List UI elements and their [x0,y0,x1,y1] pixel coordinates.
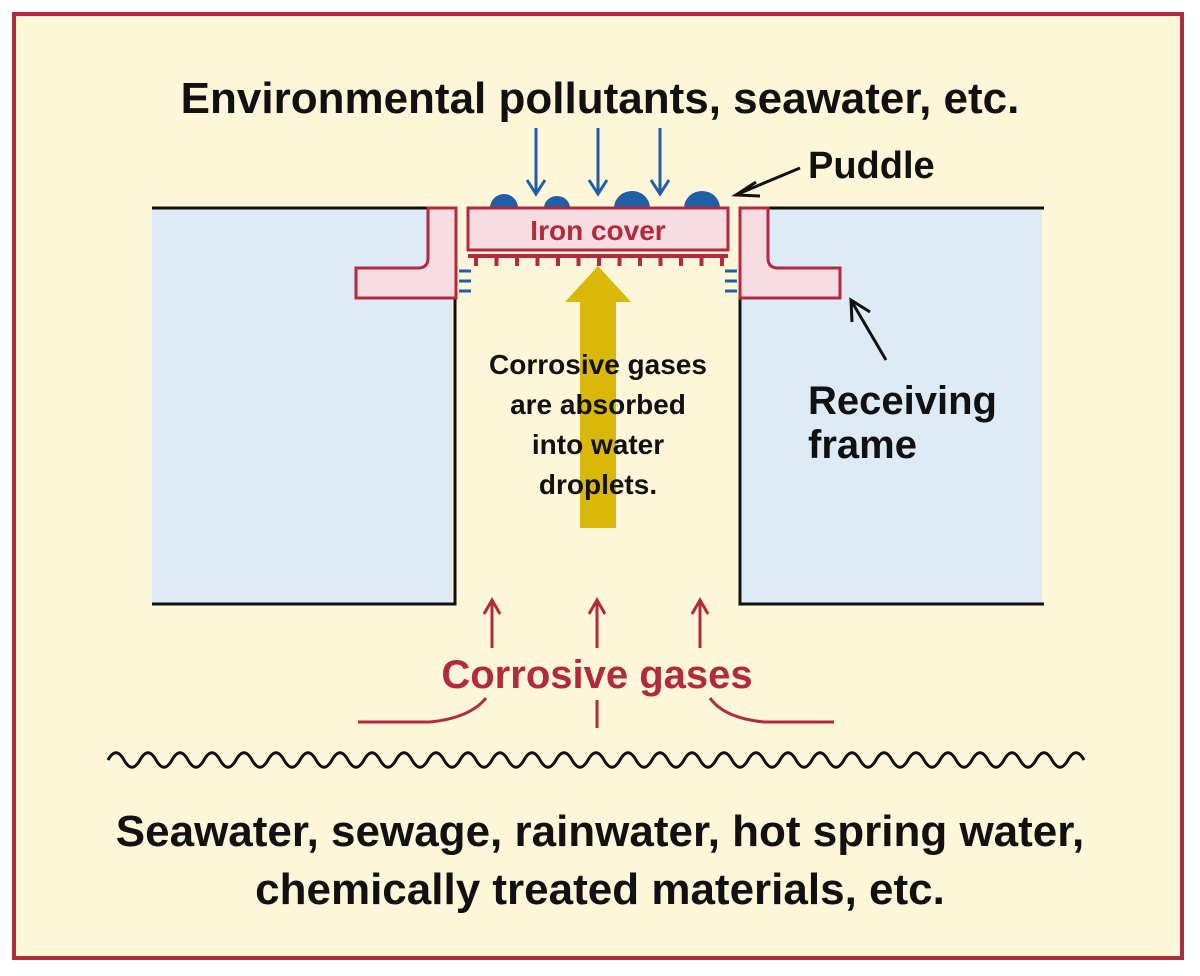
water-drop [614,191,650,208]
bottom-text-line1: Seawater, sewage, rainwater, hot spring … [116,807,1084,856]
receiving-frame-right [738,206,842,300]
receiving-frame-pointer-arrow [849,297,888,361]
left-wall-block [152,208,452,604]
absorption-note-line: droplets. [539,469,657,500]
receiving-frame-label-line2: frame [808,423,917,467]
corrosive-gas-arrows [482,596,710,648]
gap-water-marks [459,269,737,293]
corrosive-gases-label: Corrosive gases [441,653,752,697]
water-drop [544,196,570,208]
puddle-pointer-arrow [731,166,801,198]
absorption-note: Corrosive gases are absorbed into water … [489,349,707,500]
water-surface-wave [106,751,1086,769]
absorption-note-line: into water [532,429,664,460]
receiving-frame-label-line1: Receiving [808,379,997,423]
pollutant-arrow [649,128,671,197]
iron-cover [466,206,730,252]
title-text: Environmental pollutants, seawater, etc. [181,74,1020,123]
iron-cover-label: Iron cover [530,215,665,246]
absorption-note-line: Corrosive gases [489,349,707,380]
pollutant-arrows [525,128,671,197]
pollutant-arrow [525,128,547,197]
absorption-note-line: are absorbed [510,389,686,420]
water-drop [490,194,518,208]
water-drop [684,191,720,208]
puddle-label: Puddle [808,145,935,187]
bottom-text-line2: chemically treated materials, etc. [255,865,945,914]
receiving-frame-left [354,206,458,300]
corrosive-gas-arrow [690,596,710,648]
cover-underside-droplets [468,254,728,266]
pollutant-arrow [587,128,609,197]
puddle-drops [490,191,720,208]
corrosive-gas-arrow [587,596,607,648]
right-wall-block [742,208,1042,604]
rising-gas-arrow [565,266,631,528]
gas-rising-curves [358,697,834,728]
corrosive-gas-arrow [482,596,502,648]
